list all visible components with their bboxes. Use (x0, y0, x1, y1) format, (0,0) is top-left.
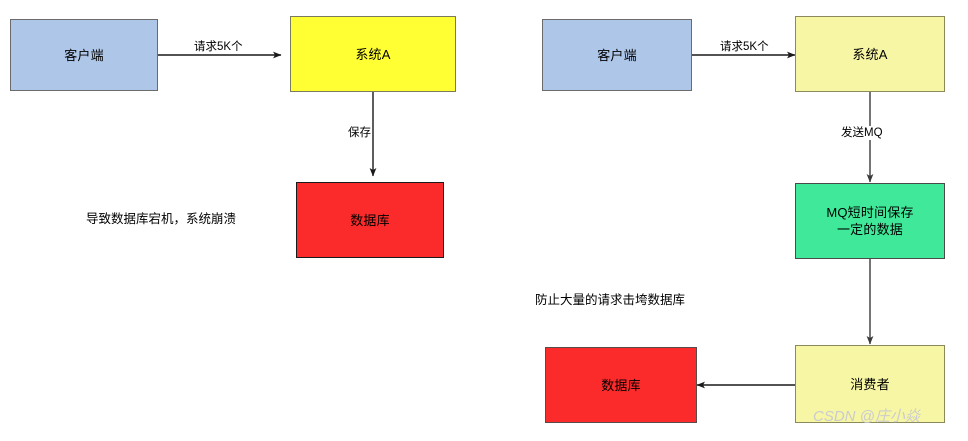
csdn-watermark: CSDN @庄小焱 (813, 408, 920, 425)
node-left-system-a[interactable]: 系统A (290, 16, 456, 92)
edge-label-left-save: 保存 (347, 126, 372, 140)
node-left-database[interactable]: 数据库 (296, 182, 444, 258)
edge-label-right-request: 请求5K个 (719, 40, 770, 54)
node-right-database[interactable]: 数据库 (545, 347, 697, 423)
node-right-client[interactable]: 客户端 (542, 19, 692, 91)
node-right-system-a[interactable]: 系统A (795, 16, 945, 92)
note-right-protect-database: 防止大量的请求击垮数据库 (535, 293, 686, 307)
node-left-client[interactable]: 客户端 (10, 19, 158, 91)
edge-label-left-request: 请求5K个 (193, 40, 244, 54)
note-left-database-crash: 导致数据库宕机，系统崩溃 (86, 212, 237, 226)
node-right-mq[interactable]: MQ短时间保存 一定的数据 (795, 183, 945, 259)
node-right-consumer[interactable]: 消费者 (795, 345, 945, 423)
edge-label-right-send-mq: 发送MQ (840, 126, 884, 140)
